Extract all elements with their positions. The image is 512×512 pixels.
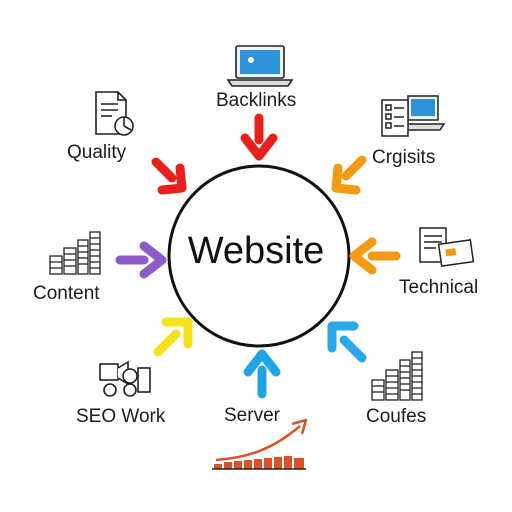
laptop-icon (226, 45, 294, 87)
arrow-coufes (327, 321, 367, 363)
document-chart-icon (95, 91, 134, 136)
coin-stack-icon (371, 351, 423, 401)
arrow-content (115, 241, 167, 279)
arrow-quality (151, 157, 187, 195)
arrow-seo-work (153, 317, 193, 357)
laptop-checklist-icon (381, 95, 446, 137)
node-label-content: Content (33, 283, 100, 304)
node-label-server: Server (224, 405, 280, 426)
center-label: Website (187, 230, 325, 272)
coin-stack-icon (49, 231, 101, 275)
node-label-quality: Quality (67, 142, 127, 163)
tools-gears-icon (99, 360, 151, 397)
arrow-crgisits (331, 155, 367, 195)
node-label-seo-work: SEO Work (76, 406, 166, 427)
node-label-backlinks: Backlinks (216, 90, 297, 111)
node-label-coufes: Coufes (366, 406, 427, 427)
node-label-technical: Technical (399, 277, 479, 298)
arrow-server (243, 349, 281, 399)
center-circle (167, 164, 351, 348)
arrow-technical (349, 237, 401, 275)
arrow-backlinks (240, 113, 278, 161)
documents-card-icon (419, 227, 475, 267)
rising-bar-chart-icon (212, 418, 308, 470)
node-label-crgisits: Crgisits (372, 147, 436, 168)
